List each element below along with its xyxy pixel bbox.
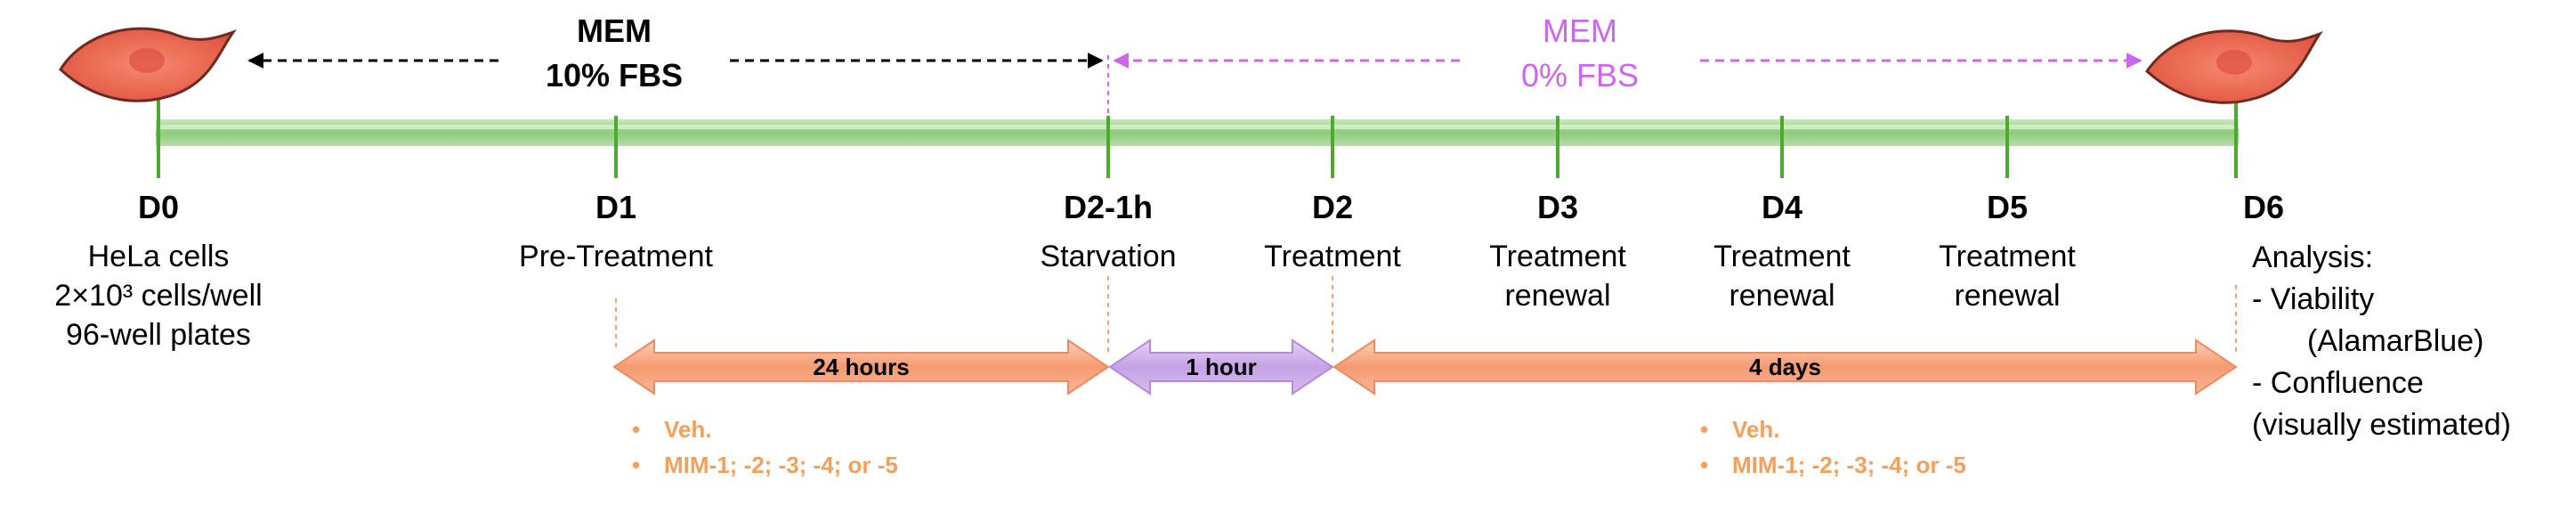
analysis-item: (visually estimated) bbox=[2252, 408, 2511, 442]
treatment-conditions: Veh. MIM-1; -2; -3; -4; or -5 bbox=[1700, 411, 1966, 483]
condition-item: MIM-1; -2; -3; -4; or -5 bbox=[632, 447, 898, 483]
condition-item: MIM-1; -2; -3; -4; or -5 bbox=[1700, 447, 1966, 483]
medium-serum: 10% FBS bbox=[545, 57, 684, 94]
day-desc-d4: Treatment renewal bbox=[1675, 237, 1889, 315]
day-desc-d1: Pre-Treatment bbox=[474, 237, 758, 276]
day-desc-d3: Treatment renewal bbox=[1451, 237, 1665, 315]
desc-line: renewal bbox=[1729, 279, 1835, 313]
medium-label-0fbs: MEM 0% FBS bbox=[1460, 9, 1700, 98]
duration-arrow-4-days bbox=[1333, 338, 2238, 395]
analysis-item: (AlamarBlue) bbox=[2307, 324, 2484, 358]
desc-line: Treatment bbox=[1939, 240, 2076, 273]
medium-name: MEM bbox=[577, 12, 652, 49]
timeline-bar bbox=[156, 119, 2239, 146]
analysis-title: Analysis: bbox=[2252, 240, 2374, 274]
desc-line: HeLa cells bbox=[87, 240, 230, 273]
cell-icon-d0 bbox=[59, 27, 237, 102]
day-desc-d2-1h: Starvation bbox=[992, 237, 1224, 276]
condition-item: Veh. bbox=[632, 411, 898, 447]
day-label-d4: D4 bbox=[1761, 189, 1803, 225]
day-label-d2-1h: D2-1h bbox=[1063, 189, 1154, 225]
day-label-d3: D3 bbox=[1536, 189, 1579, 225]
day-desc-d5: Treatment renewal bbox=[1900, 237, 2114, 315]
analysis-item: - Viability bbox=[2252, 282, 2375, 316]
duration-label-24-hours: 24 hours bbox=[813, 354, 910, 380]
desc-line: renewal bbox=[1954, 279, 2061, 313]
day-desc-d2: Treatment bbox=[1226, 237, 1439, 276]
day-desc-d0: HeLa cells 2×10³ cells/well 96-well plat… bbox=[25, 237, 292, 354]
condition-item: Veh. bbox=[1700, 411, 1966, 447]
day-label-d5: D5 bbox=[1986, 189, 2029, 225]
pretreatment-conditions: Veh. MIM-1; -2; -3; -4; or -5 bbox=[632, 411, 898, 483]
desc-line: renewal bbox=[1504, 279, 1611, 313]
desc-line-superscript: 2×10³ cells/well bbox=[54, 279, 263, 313]
desc-line: Starvation bbox=[1040, 240, 1177, 273]
desc-line: Pre-Treatment bbox=[519, 240, 713, 273]
desc-line: Treatment bbox=[1264, 240, 1401, 273]
timeline-bar-highlight bbox=[156, 125, 2239, 129]
desc-line: Treatment bbox=[1713, 240, 1851, 273]
day-label-d2: D2 bbox=[1311, 189, 1354, 225]
analysis-block: Analysis: - Viability (AlamarBlue) - Con… bbox=[2252, 237, 2511, 446]
medium-name: MEM bbox=[1543, 12, 1617, 49]
day-ticks bbox=[157, 98, 2238, 178]
duration-label-4-days: 4 days bbox=[1749, 354, 1821, 380]
day-label-d6: D6 bbox=[2243, 189, 2285, 225]
duration-arrow-24-hours bbox=[612, 338, 1110, 395]
analysis-item: - Confluence bbox=[2252, 366, 2424, 400]
cell-icon-d6 bbox=[2145, 29, 2323, 104]
day-label-d1: D1 bbox=[595, 189, 637, 225]
desc-line: Treatment bbox=[1489, 240, 1626, 273]
medium-serum: 0% FBS bbox=[1520, 57, 1640, 94]
desc-line: 96-well plates bbox=[66, 318, 251, 352]
duration-label-1-hour: 1 hour bbox=[1186, 354, 1257, 380]
medium-label-10fbs: MEM 10% FBS bbox=[498, 9, 730, 98]
day-label-d0: D0 bbox=[137, 189, 180, 225]
duration-arrow-1-hour bbox=[1108, 338, 1334, 395]
